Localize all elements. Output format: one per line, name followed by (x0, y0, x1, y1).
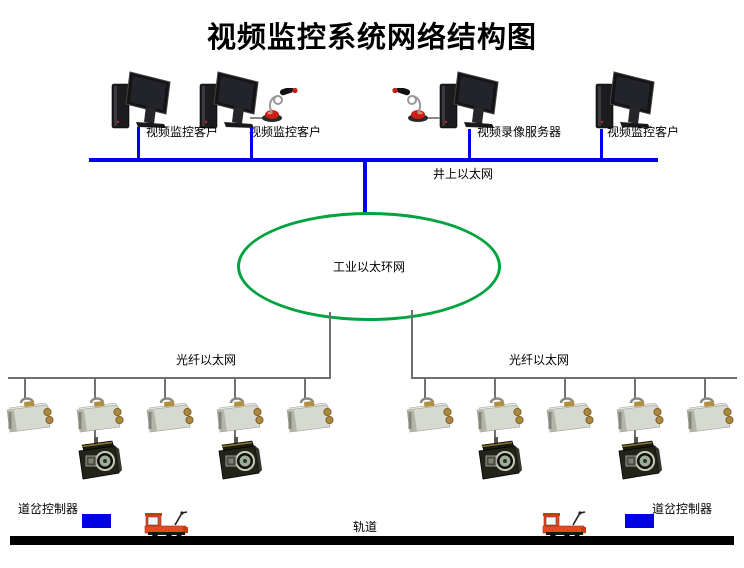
node-connector-1 (137, 127, 140, 158)
white-camera-icon (681, 394, 735, 434)
node-connector-2 (250, 127, 253, 158)
white-camera-icon (281, 394, 335, 434)
node-label-1: 视频监控客户 (146, 125, 219, 139)
surface-ethernet-trunk (89, 158, 658, 162)
node-label-4: 视频监控客户 (607, 125, 680, 139)
node-label-2: 视频监控客户 (249, 125, 322, 139)
diagram-title: 视频监控系统网络结构图 (206, 22, 537, 54)
surface-ethernet-label: 井上以太网 (433, 167, 494, 181)
white-camera-icon (611, 394, 665, 434)
white-camera-icon (71, 394, 125, 434)
white-camera-icon (471, 394, 525, 434)
camera-drop (304, 379, 306, 399)
camera-drop (24, 379, 26, 399)
camera-drop (704, 379, 706, 399)
workstation-icon-1 (106, 70, 178, 132)
camera-drop (634, 379, 636, 399)
switch-controller-box-left (82, 514, 111, 528)
workstation-icon-3 (434, 70, 506, 132)
fiber-label-left: 光纤以太网 (176, 353, 237, 367)
node-label-3: 视频录像服务器 (477, 125, 562, 139)
camera-drop (164, 379, 166, 399)
locomotive-icon-left (142, 510, 192, 538)
fiber-bus-right (411, 377, 737, 379)
fiber-label-right: 光纤以太网 (509, 353, 570, 367)
ring-to-fiber-connector-left (329, 312, 331, 378)
black-camera-icon (209, 437, 265, 483)
track-bar (10, 536, 734, 545)
microphone-icon-left (390, 88, 440, 124)
black-camera-drop (494, 430, 496, 442)
black-camera-drop (94, 430, 96, 442)
trunk-to-ring-connector (363, 162, 367, 213)
black-camera-drop (634, 430, 636, 442)
white-camera-icon (211, 394, 265, 434)
white-camera-icon (141, 394, 195, 434)
black-camera-icon (69, 437, 125, 483)
switch-controller-label-left: 道岔控制器 (18, 502, 79, 516)
node-connector-3 (468, 129, 471, 158)
camera-drop (94, 379, 96, 399)
black-camera-icon (469, 437, 525, 483)
ring-network-ellipse: 工业以太环网 (237, 212, 501, 321)
white-camera-icon (541, 394, 595, 434)
node-connector-4 (600, 129, 603, 158)
track-label: 轨道 (353, 520, 378, 534)
camera-drop (564, 379, 566, 399)
black-camera-icon (609, 437, 665, 483)
white-camera-icon (1, 394, 55, 434)
camera-drop (494, 379, 496, 399)
white-camera-icon (401, 394, 455, 434)
camera-drop (424, 379, 426, 399)
camera-drop (234, 379, 236, 399)
ring-to-fiber-connector-right (411, 310, 413, 378)
microphone-icon-right (250, 88, 300, 124)
ring-network-label: 工业以太环网 (332, 260, 405, 274)
switch-controller-box-right (625, 514, 654, 528)
workstation-icon-4 (590, 70, 662, 132)
fiber-bus-left (8, 377, 331, 379)
black-camera-drop (234, 430, 236, 442)
locomotive-icon-right (540, 510, 590, 538)
switch-controller-label-right: 道岔控制器 (652, 502, 713, 516)
